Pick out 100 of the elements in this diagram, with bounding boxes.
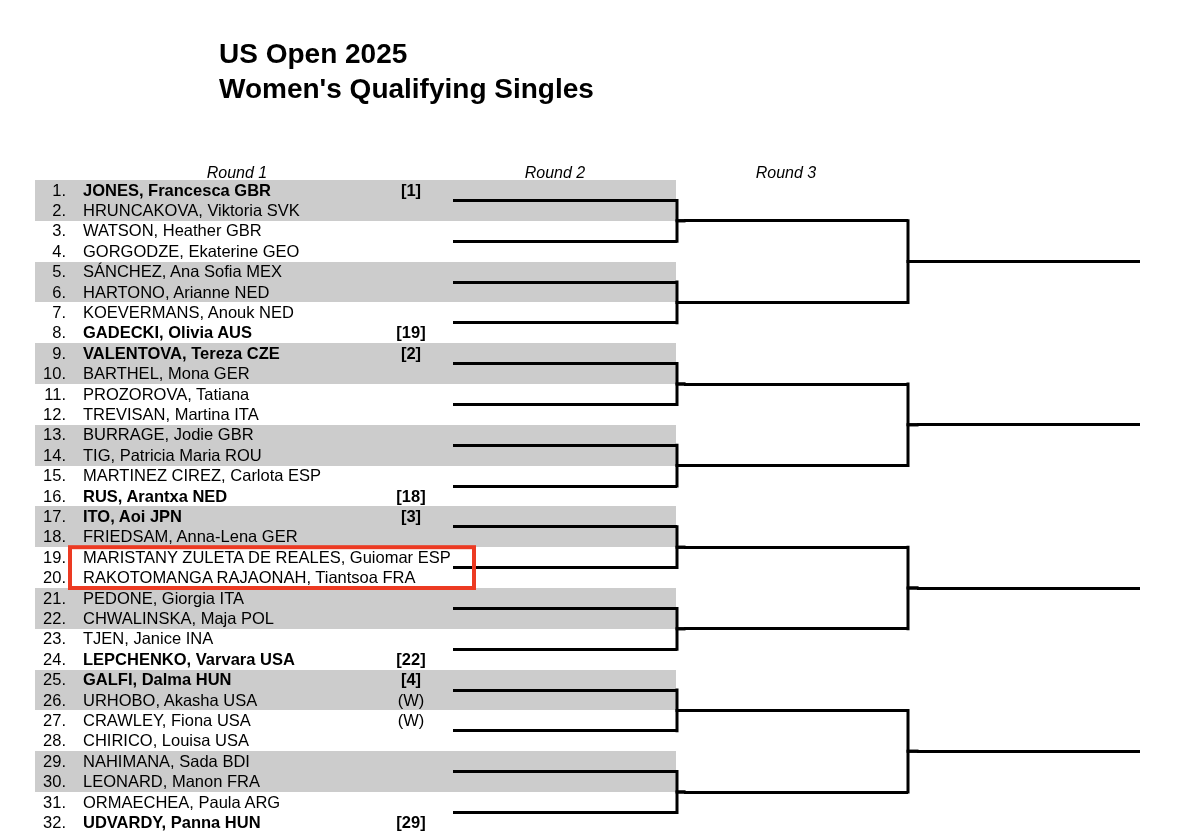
round-heading: Round 3 [755, 165, 817, 180]
player-name: GALFI, Dalma HUN [83, 672, 232, 688]
player-name: BURRAGE, Jodie GBR [83, 427, 254, 443]
draw-number: 1. [52, 182, 66, 198]
seed-mark: [2] [400, 345, 422, 361]
round-heading: Round 1 [206, 165, 268, 180]
seed-mark: [18] [396, 488, 426, 504]
bracket-connector [906, 586, 919, 631]
shaded-row [35, 180, 676, 201]
player-name: LEONARD, Manon FRA [83, 774, 260, 790]
player-name: LEPCHENKO, Varvara USA [83, 651, 295, 667]
shaded-row [35, 363, 676, 384]
slot-line [453, 729, 677, 733]
shaded-row [35, 200, 676, 221]
slot-line [453, 566, 677, 570]
draw-number: 24. [43, 651, 66, 667]
draw-number: 22. [43, 611, 66, 627]
title: US Open 2025 [219, 38, 408, 70]
player-name: SÁNCHEZ, Ana Sofia MEX [83, 264, 282, 280]
draw-number: 19. [43, 549, 66, 565]
slot-line [684, 545, 908, 549]
slot-line [917, 749, 1140, 753]
shaded-row [35, 771, 676, 792]
player-name: KOEVERMANS, Anouk NED [83, 305, 294, 321]
player-name: MARTINEZ CIREZ, Carlota ESP [83, 468, 322, 484]
draw-number: 18. [43, 529, 66, 545]
slot-line [917, 423, 1140, 427]
player-name: HRUNCAKOVA, Viktoria SVK [83, 203, 300, 219]
player-name: HARTONO, Arianne NED [83, 284, 270, 300]
seed-mark: [22] [396, 651, 426, 667]
player-name: JONES, Francesca GBR [83, 182, 271, 198]
slot-line [917, 586, 1140, 590]
slot-line [453, 525, 677, 529]
slot-line [453, 280, 677, 284]
draw-number: 12. [43, 407, 66, 423]
draw-number: 2. [52, 203, 66, 219]
player-name: GORGODZE, Ekaterine GEO [83, 243, 300, 259]
player-name: FRIEDSAM, Anna-Lena GER [83, 529, 298, 545]
player-name: ORMAECHEA, Paula ARG [83, 794, 281, 810]
seed-mark: [19] [396, 325, 426, 341]
draw-number: 13. [43, 427, 66, 443]
draw-number: 4. [52, 243, 66, 259]
player-name: NAHIMANA, Sada BDI [83, 753, 250, 769]
player-name: CHWALINSKA, Maja POL [83, 611, 275, 627]
shaded-row [35, 424, 676, 446]
shaded-row [35, 690, 676, 711]
slot-line [684, 219, 908, 223]
seed-mark: [3] [400, 509, 422, 525]
player-name: CRAWLEY, Fiona USA [83, 713, 251, 729]
draw-number: 20. [43, 570, 66, 586]
bracket-connector [675, 545, 686, 570]
shaded-row [35, 669, 676, 690]
draw-number: 32. [43, 815, 66, 831]
subtitle: Women's Qualifying Singles [219, 73, 594, 105]
round-heading: Round 2 [524, 165, 586, 180]
shaded-row [35, 445, 676, 466]
player-name: URHOBO, Akasha USA [83, 692, 258, 708]
bracket-connector [675, 300, 686, 325]
slot-line [453, 484, 677, 488]
draw-number: 30. [43, 774, 66, 790]
draw-number: 14. [43, 447, 66, 463]
draw-number: 6. [52, 284, 66, 300]
player-name: CHIRICO, Louisa USA [83, 733, 249, 749]
player-name: TREVISAN, Martina ITA [83, 407, 259, 423]
slot-line [453, 198, 677, 202]
seed-mark: [1] [400, 182, 422, 198]
bracket-connector [675, 464, 686, 488]
draw-number: 25. [43, 672, 66, 688]
seed-mark: [29] [396, 815, 426, 831]
player-name: PROZOROVA, Tatiana [83, 386, 250, 402]
bracket-connector [675, 708, 686, 733]
bracket-connector [675, 627, 686, 651]
player-name: GADECKI, Olivia AUS [83, 325, 252, 341]
draw-number: 29. [43, 753, 66, 769]
shaded-row [35, 282, 676, 303]
player-name: TIG, Patricia Maria ROU [83, 447, 262, 463]
slot-line [453, 606, 677, 610]
player-name: ITO, Aoi JPN [83, 509, 183, 525]
shaded-row [35, 608, 676, 629]
draw-number: 7. [52, 305, 66, 321]
slot-line [684, 627, 908, 631]
draw-number: 17. [43, 509, 66, 525]
slot-line [684, 708, 908, 712]
player-name: WATSON, Heather GBR [83, 223, 262, 239]
player-name: TJEN, Janice INA [83, 631, 214, 647]
draw-number: 21. [43, 590, 66, 606]
draw-number: 10. [43, 366, 66, 382]
draw-number: 9. [52, 345, 66, 361]
player-name: VALENTOVA, Tereza CZE [83, 345, 280, 361]
player-name: RUS, Arantxa NED [83, 488, 228, 504]
seed-mark: [4] [400, 672, 422, 688]
draw-number: 28. [43, 733, 66, 749]
bracket-connector [675, 219, 686, 243]
slot-line [453, 647, 677, 651]
slot-line [684, 300, 908, 304]
slot-line [453, 362, 677, 366]
seed-mark: (W) [397, 692, 425, 708]
slot-line [684, 464, 908, 468]
shaded-row [35, 751, 676, 772]
draw-number: 8. [52, 325, 66, 341]
